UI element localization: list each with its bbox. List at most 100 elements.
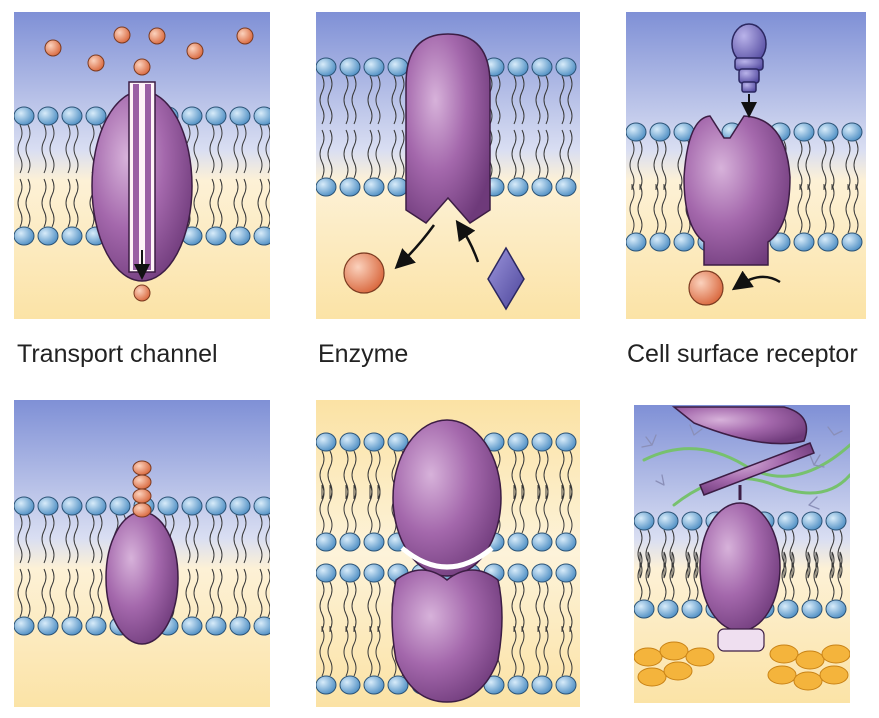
lipid-head (339, 177, 361, 197)
lipid-head (339, 675, 361, 695)
lipid-head (85, 616, 107, 636)
lipid-head (205, 226, 227, 246)
receptor-panel (626, 12, 866, 319)
lipid-head (555, 532, 577, 552)
linker-protein (717, 628, 765, 652)
cytoskeleton-filament (634, 641, 850, 691)
lipid-head (626, 122, 647, 142)
lipid-head (634, 511, 655, 531)
receptor-illustration (626, 12, 866, 319)
enzyme-illustration (316, 12, 580, 319)
lipid-head (109, 496, 131, 516)
lipid-head (363, 57, 385, 77)
lipid-head (387, 57, 409, 77)
lipid-head (61, 226, 83, 246)
ion-particles (44, 26, 254, 302)
adhesion-bar (699, 442, 815, 496)
lipid-head (37, 106, 59, 126)
anchor-panel (14, 400, 270, 707)
lipid-head (316, 563, 337, 583)
lipid-head (841, 232, 863, 252)
lipid-head (531, 432, 553, 452)
lipid-head (363, 675, 385, 695)
enzyme-protein (405, 33, 491, 224)
lipid-head (339, 57, 361, 77)
lipid-head (531, 563, 553, 583)
lipid-head (14, 496, 35, 516)
lipid-head (37, 226, 59, 246)
lipid-head (157, 496, 179, 516)
lipid-head (316, 432, 337, 452)
lipid-head (253, 496, 270, 516)
lipid-head (634, 599, 655, 619)
attachment-illustration (634, 405, 850, 703)
receptor-protein (683, 115, 791, 266)
enzyme-panel (316, 12, 580, 319)
lipid-head (507, 675, 529, 695)
lipid-head (181, 616, 203, 636)
lipid-head (253, 616, 270, 636)
lipid-head (769, 232, 791, 252)
lipid-head (181, 496, 203, 516)
lipid-head (793, 122, 815, 142)
junction-illustration (316, 400, 580, 707)
lipid-head (316, 675, 337, 695)
lipid-head (649, 232, 671, 252)
lipid-head (507, 177, 529, 197)
matrix-protein (671, 406, 808, 445)
lipid-head (363, 563, 385, 583)
substrate-diamond (487, 246, 525, 311)
lipid-head (793, 232, 815, 252)
lipid-head (673, 232, 695, 252)
lipid-head (61, 616, 83, 636)
lipid-head (555, 177, 577, 197)
lipid-head (14, 106, 35, 126)
lipid-head (85, 106, 107, 126)
lipid-head (825, 511, 847, 531)
lipid-head (229, 616, 251, 636)
lipid-head (801, 599, 823, 619)
transport-channel-illustration (14, 12, 270, 319)
lipid-head (841, 122, 863, 142)
lipid-head (531, 532, 553, 552)
lipid-head (555, 563, 577, 583)
junction-panel (316, 400, 580, 707)
lipid-head (205, 616, 227, 636)
lipid-bilayer (14, 496, 270, 636)
product-particle (343, 252, 385, 294)
lipid-head (387, 675, 409, 695)
lipid-head (339, 532, 361, 552)
lipid-head (339, 432, 361, 452)
lipid-head (61, 106, 83, 126)
lipid-head (555, 675, 577, 695)
lipid-head (14, 616, 35, 636)
lipid-head (507, 563, 529, 583)
lipid-head (229, 226, 251, 246)
bead-chain (132, 460, 152, 518)
integrin-protein (699, 502, 781, 632)
attachment-panel (634, 405, 850, 703)
lipid-head (825, 599, 847, 619)
lipid-head (681, 511, 703, 531)
lipid-head (657, 511, 679, 531)
lipid-head (531, 675, 553, 695)
lipid-head (507, 532, 529, 552)
lower-protein (391, 569, 503, 703)
lipid-head (555, 57, 577, 77)
lipid-head (387, 177, 409, 197)
lipid-head (507, 432, 529, 452)
lipid-head (85, 496, 107, 516)
lipid-head (777, 599, 799, 619)
lipid-head (626, 232, 647, 252)
lipid-head (14, 226, 35, 246)
lipid-head (253, 106, 270, 126)
upper-protein (392, 419, 502, 577)
lipid-head (253, 226, 270, 246)
relay-particle (688, 270, 724, 306)
lipid-head (229, 496, 251, 516)
lipid-head (229, 106, 251, 126)
lipid-head (316, 57, 337, 77)
lipid-head (61, 496, 83, 516)
lipid-head (205, 496, 227, 516)
lipid-head (205, 106, 227, 126)
